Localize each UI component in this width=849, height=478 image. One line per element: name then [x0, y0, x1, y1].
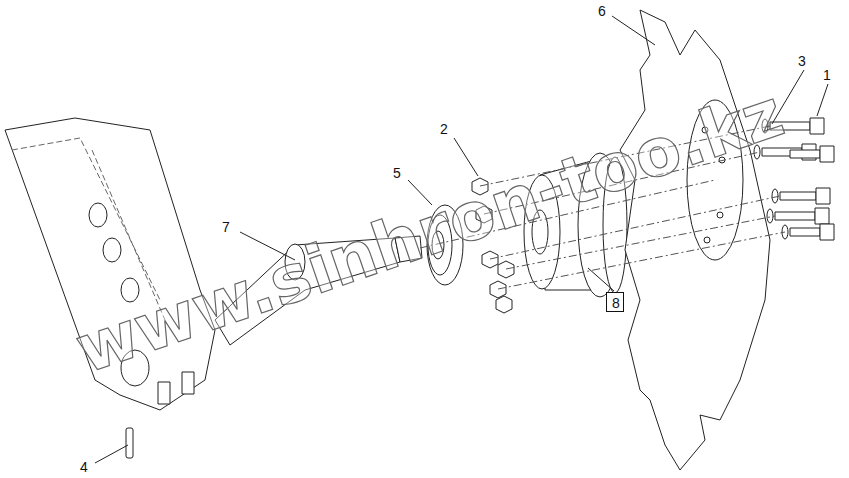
callout-number: 4 [80, 460, 88, 474]
callout-number: 2 [440, 122, 448, 136]
callout-number: 6 [598, 4, 606, 18]
callout-number: 8 [612, 296, 618, 310]
callout-box: 8 [606, 292, 624, 312]
callout-number: 5 [393, 166, 401, 180]
callout-number: 1 [823, 68, 831, 82]
callout-number: 7 [222, 220, 230, 234]
callout-number: 3 [798, 54, 806, 68]
